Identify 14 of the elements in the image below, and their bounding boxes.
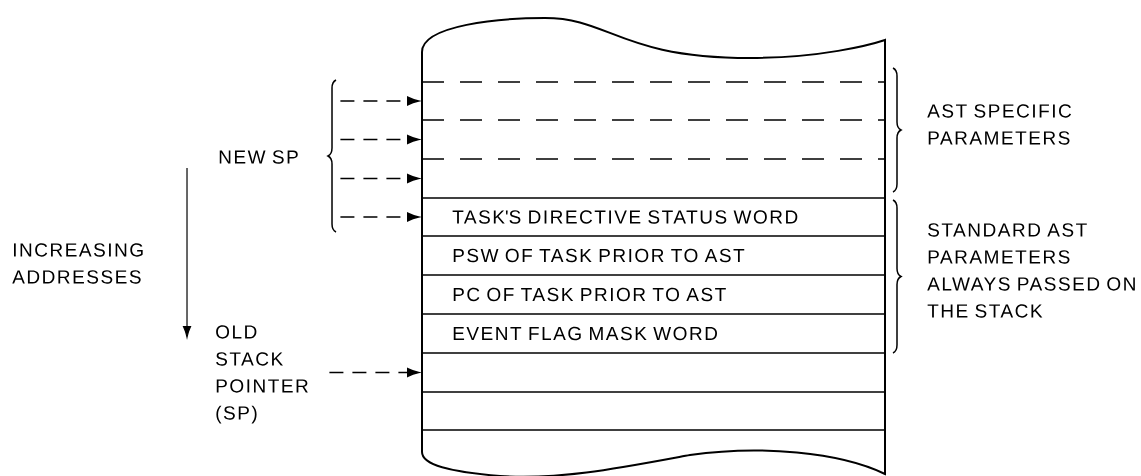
arrow [339, 135, 420, 144]
node-label: OLD STACK POINTER (SP) [216, 325, 308, 424]
stack-slot: PC OF TASK PRIOR TO AST [421, 274, 886, 302]
arrow [339, 96, 420, 106]
side-label: STANDARD AST PARAMETERS ALWAYS PASSED ON THE STACK [927, 223, 1135, 318]
stack-slot: TASK'S DIRECTIVE STATUS WORD [421, 197, 886, 224]
arrow [339, 212, 420, 222]
node-label: NEW SP [219, 150, 298, 164]
side-label: INCREASING ADDRESSES [12, 243, 143, 284]
arrow [328, 368, 420, 377]
stack-slot: PSW OF TASK PRIOR TO AST [421, 235, 886, 263]
stack-slot: EVENT FLAG MASK WORD [421, 313, 886, 341]
side-label: AST SPECIFIC PARAMETERS [927, 104, 1072, 145]
arrow [339, 174, 420, 183]
